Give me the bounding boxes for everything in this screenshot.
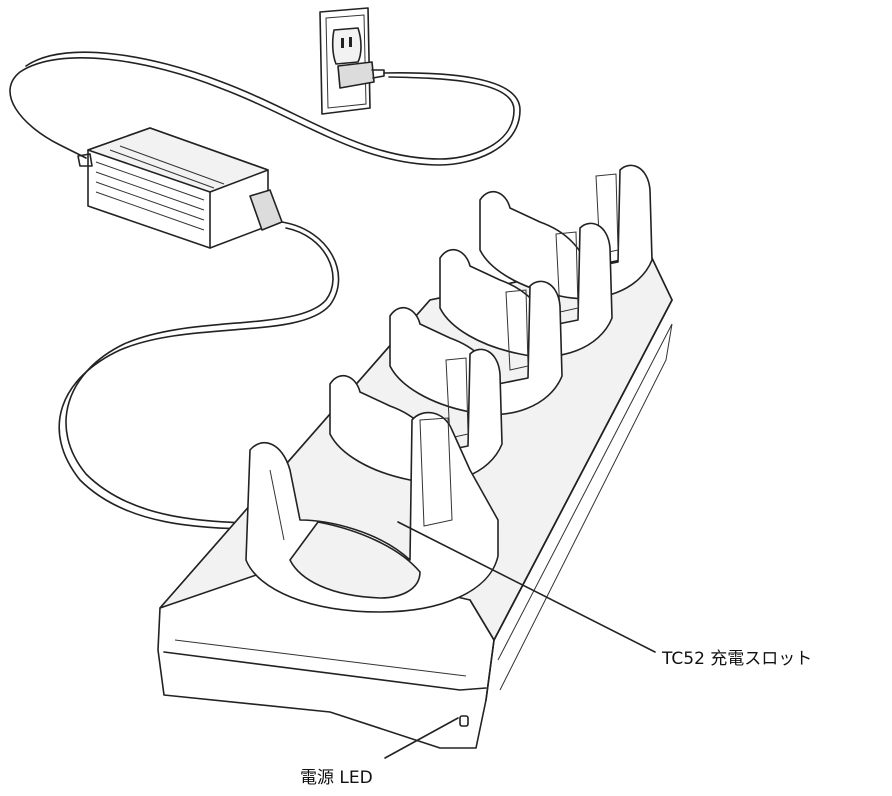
power-supply [77,127,283,249]
charging-slot-3 [389,280,563,416]
power-led [459,715,469,727]
charging-slot-4 [439,222,613,358]
power-led-label: 電源 LED [300,768,373,788]
slot-leader-line [397,521,656,653]
dc-cable [58,221,340,531]
charging-slot-label: TC52 充電スロット [662,649,813,669]
charging-slot-1 [245,411,499,613]
led-leader-line [384,717,459,759]
charging-slot-5 [479,164,653,300]
ac-cable [9,57,521,166]
wall-outlet [319,7,385,115]
